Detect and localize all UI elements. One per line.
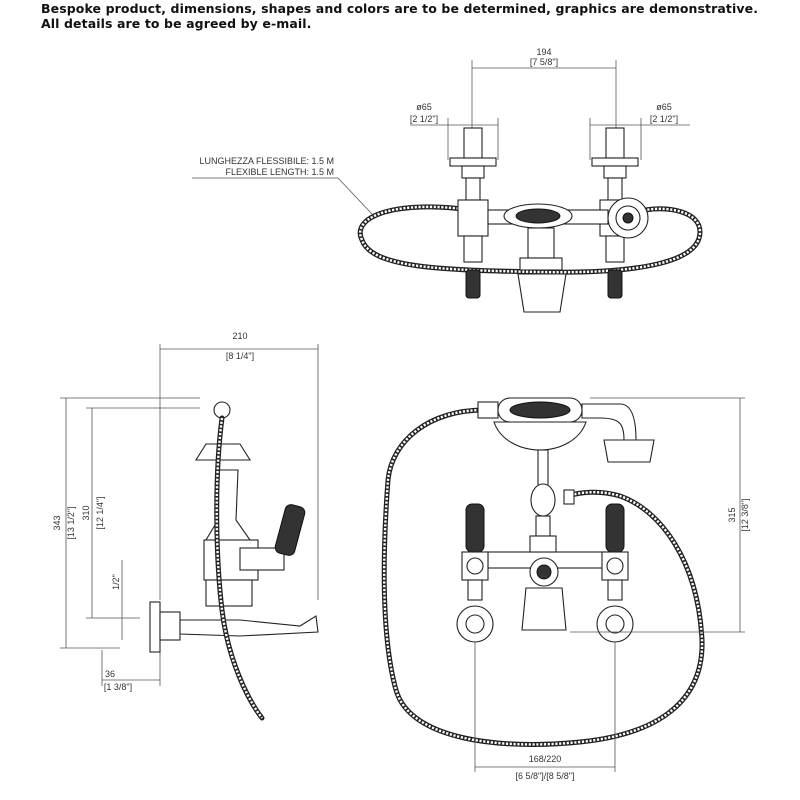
dim-right-diameter: ø65 bbox=[656, 102, 672, 112]
dim-depth-in: [8 1/4"] bbox=[226, 351, 254, 361]
dim-left-diameter: ø65 bbox=[416, 102, 432, 112]
dim-centers-in: [6 5/8"]/[8 5/8"] bbox=[516, 771, 575, 781]
side-view: 210 [8 1/4"] 343 [13 1/2"] 310 [12 1/4"]… bbox=[52, 331, 319, 721]
dim-spacing-in: [7 5/8"] bbox=[530, 57, 558, 67]
dim-height-spout-in: [12 1/4"] bbox=[95, 496, 105, 529]
dim-right-diameter-in: [2 1/2"] bbox=[650, 114, 678, 124]
dim-front-height: 315 bbox=[727, 507, 737, 522]
hose-length-label-en: FLEXIBLE LENGTH: 1.5 M bbox=[225, 167, 334, 177]
dim-thread: 1/2" bbox=[111, 574, 121, 590]
dim-depth: 210 bbox=[232, 331, 247, 341]
dim-wall: 36 bbox=[105, 669, 115, 679]
dim-left-diameter-in: [2 1/2"] bbox=[410, 114, 438, 124]
hose-length-label-it: LUNGHEZZA FLESSIBILE: 1.5 M bbox=[199, 156, 334, 166]
notice-line-1: Bespoke product, dimensions, shapes and … bbox=[41, 1, 759, 16]
dim-height-total-in: [13 1/2"] bbox=[66, 506, 76, 539]
front-view: 315 [12 3/8"] 168/220 [6 5/8"]/[8 5/8"] bbox=[381, 397, 750, 781]
dim-front-height-in: [12 3/8"] bbox=[740, 498, 750, 531]
dim-spacing: 194 bbox=[536, 47, 551, 57]
top-view: 194 [7 5/8"] ø65 [2 1/2"] ø65 [2 1/2"] L… bbox=[192, 47, 703, 313]
notice-line-2: All details are to be agreed by e-mail. bbox=[41, 16, 312, 31]
dim-centers: 168/220 bbox=[529, 754, 562, 764]
dim-wall-in: [1 3/8"] bbox=[104, 682, 132, 692]
dim-height-spout: 310 bbox=[81, 505, 91, 520]
dim-height-total: 343 bbox=[52, 515, 62, 530]
